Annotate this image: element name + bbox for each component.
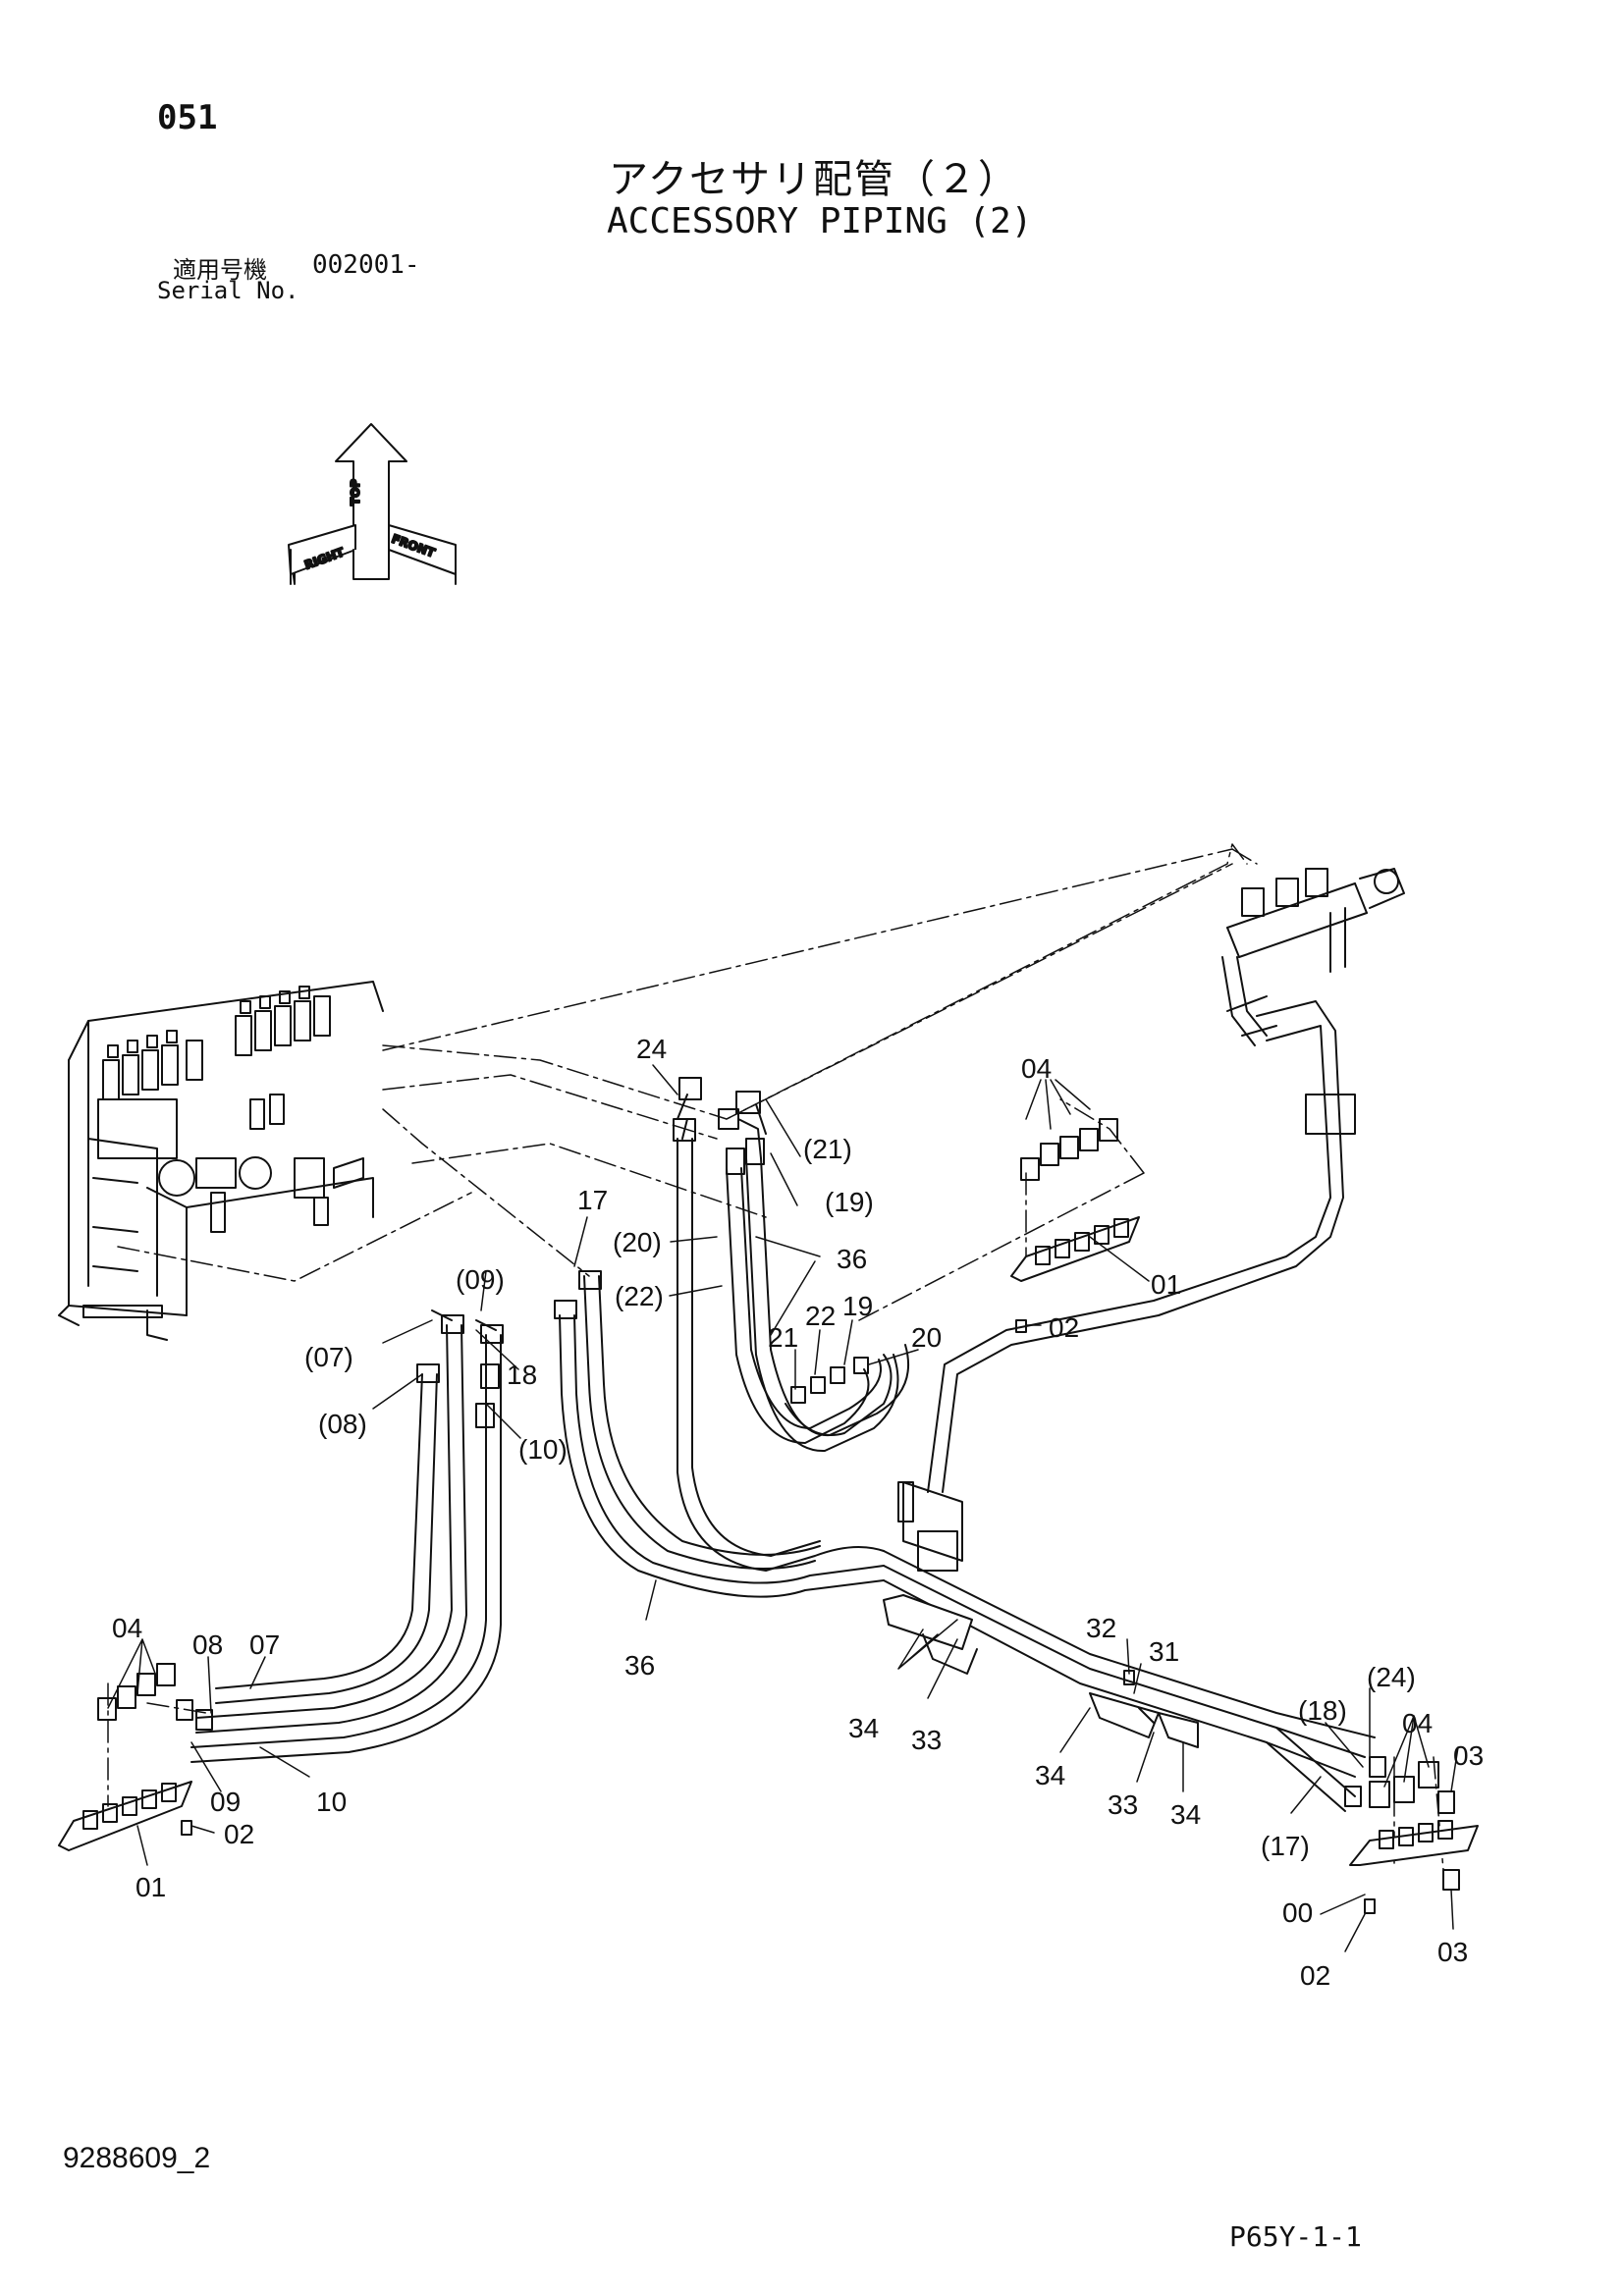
callout-36-top: 36 [837, 1244, 867, 1274]
callout-01-right: 01 [1151, 1269, 1181, 1300]
callout-09-ref: (09) [456, 1264, 505, 1295]
callout-02-right: 02 [1049, 1312, 1079, 1343]
callout-labels: 24 04 (21) (19) (20) 36 (22) 17 (09) (07… [112, 1034, 1484, 1991]
callout-04-bottom: 04 [1402, 1708, 1433, 1738]
serial-label-japanese: 適用号機 [173, 256, 267, 284]
serial-number-value: 002001- [312, 250, 420, 280]
callout-34-c: 34 [1170, 1799, 1201, 1830]
orientation-top-label: TOP [349, 479, 362, 506]
callout-08: 08 [192, 1629, 223, 1660]
callout-19: 19 [842, 1291, 873, 1321]
top-right-bracket-fittings [1010, 1118, 1140, 1333]
bottom-left-bracket-fittings [58, 1663, 213, 1851]
callout-34-b: 34 [1035, 1760, 1065, 1790]
callout-32: 32 [1086, 1613, 1116, 1643]
right-bracket-fittings [1344, 1756, 1479, 1914]
callout-04-top: 04 [1021, 1053, 1052, 1084]
callout-02-left: 02 [224, 1819, 254, 1849]
middle-hose-bundle [554, 1118, 1376, 1812]
title-japanese: アクセサリ配管（２） [609, 157, 1019, 202]
callout-07-ref: (07) [304, 1342, 353, 1372]
callout-02-bottom: 02 [1300, 1960, 1330, 1991]
callout-34-a: 34 [848, 1713, 879, 1743]
callout-18-ref: (18) [1298, 1695, 1347, 1726]
callout-20: 20 [911, 1322, 942, 1353]
callout-10: 10 [316, 1787, 347, 1817]
callout-03-bottom: 03 [1437, 1937, 1468, 1967]
page-code: P65Y-1-1 [1229, 2220, 1362, 2253]
callout-22: 22 [805, 1301, 836, 1331]
callout-33-b: 33 [1108, 1789, 1138, 1820]
callout-09: 09 [210, 1787, 241, 1817]
hose-clamps [883, 1594, 1199, 1748]
page-number: 051 [157, 98, 218, 137]
callout-04-left: 04 [112, 1613, 142, 1643]
callout-17-ref: (17) [1261, 1831, 1310, 1861]
callout-20-ref: (20) [613, 1227, 662, 1257]
callout-36-bottom: 36 [624, 1650, 655, 1681]
callout-24-ref: (24) [1367, 1662, 1416, 1692]
hose-bundle-19-22 [677, 1077, 909, 1453]
callout-17-top: 17 [577, 1185, 608, 1215]
callout-01-left: 01 [135, 1872, 166, 1902]
callout-22-ref: (22) [615, 1281, 664, 1311]
callout-07: 07 [249, 1629, 280, 1660]
callout-33-a: 33 [911, 1725, 942, 1755]
callout-18-mid: 18 [507, 1360, 537, 1390]
control-valve-block [58, 981, 384, 1341]
callout-21-ref: (21) [803, 1134, 852, 1164]
leader-lines [107, 1064, 1459, 1952]
callout-08-ref: (08) [318, 1409, 367, 1439]
document-code: 9288609_2 [63, 2142, 211, 2174]
callout-19-ref: (19) [825, 1187, 874, 1217]
reference-lines [107, 843, 1444, 1871]
callout-24-top: 24 [636, 1034, 667, 1064]
callout-00: 00 [1282, 1897, 1313, 1928]
callout-31: 31 [1149, 1636, 1179, 1667]
left-hose-bundle [190, 1309, 504, 1763]
callout-03-top: 03 [1453, 1740, 1484, 1771]
title-english: ACCESSORY PIPING (2) [607, 201, 1033, 241]
callout-21: 21 [768, 1322, 798, 1353]
upper-manifold-pipe [897, 868, 1405, 1572]
serial-label-english: Serial No. [157, 277, 299, 304]
orientation-indicator: TOP FRONT RIGHT [288, 423, 457, 585]
callout-10-ref: (10) [518, 1434, 568, 1465]
